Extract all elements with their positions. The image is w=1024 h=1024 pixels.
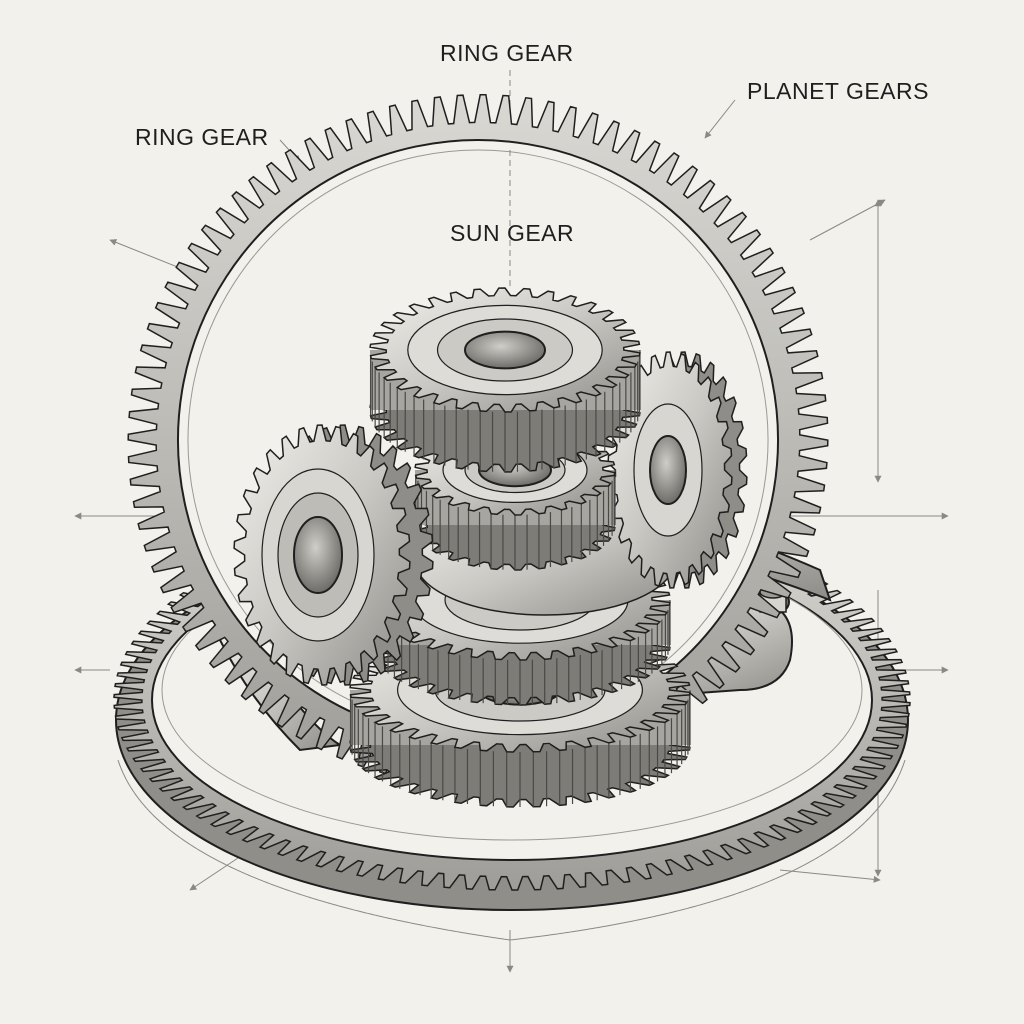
planet-gear-left: [233, 424, 434, 686]
ring-gear-label-top: RING GEAR: [440, 40, 574, 66]
sun-gear: [414, 424, 616, 571]
planet-gears-label: PLANET GEARS: [747, 78, 929, 104]
ring-gear-label-left: RING GEAR: [135, 124, 269, 150]
upper-gear: [369, 287, 641, 473]
sun-gear-label: SUN GEAR: [450, 220, 575, 246]
